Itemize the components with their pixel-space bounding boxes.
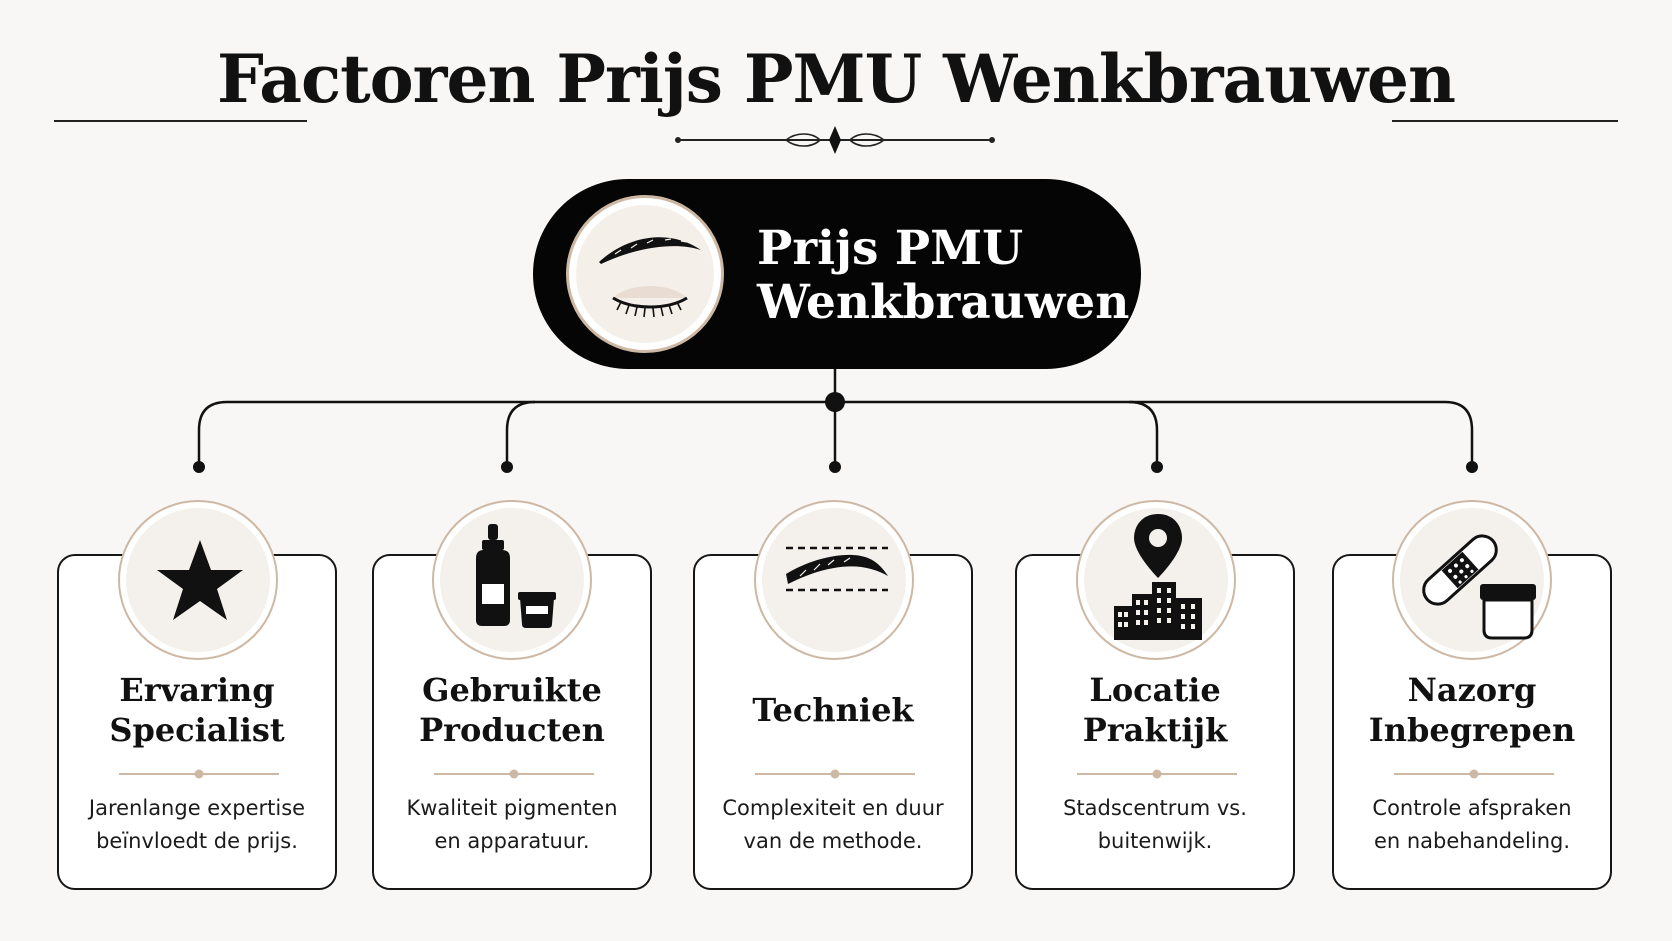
- location-city-icon: [1076, 500, 1236, 660]
- star-icon: [118, 500, 278, 660]
- card-divider: [755, 769, 915, 779]
- factor-description: Stadscentrum vs.buitenwijk.: [1063, 796, 1247, 853]
- card-divider: [1394, 769, 1554, 779]
- bandage-jar-icon: [1392, 500, 1552, 660]
- eyebrow-technique-icon: [754, 500, 914, 660]
- tree-hub-dot: [825, 392, 845, 412]
- center-node-label: Prijs PMU Wenkbrauwen: [757, 221, 1130, 330]
- tree-lines: [197, 369, 1474, 466]
- center-node-line2: Wenkbrauwen: [757, 275, 1130, 330]
- card-divider: [1077, 769, 1237, 779]
- center-node-line1: Prijs PMU: [757, 221, 1024, 276]
- pigment-bottle-icon: [432, 500, 592, 660]
- card-divider: [119, 769, 279, 779]
- title-ornament: [675, 126, 995, 154]
- page-title: Factoren Prijs PMU Wenkbrauwen: [216, 40, 1456, 118]
- factor-title: Techniek: [752, 691, 914, 729]
- card-divider: [434, 769, 594, 779]
- eyebrow-closed-eye-icon: [566, 195, 724, 353]
